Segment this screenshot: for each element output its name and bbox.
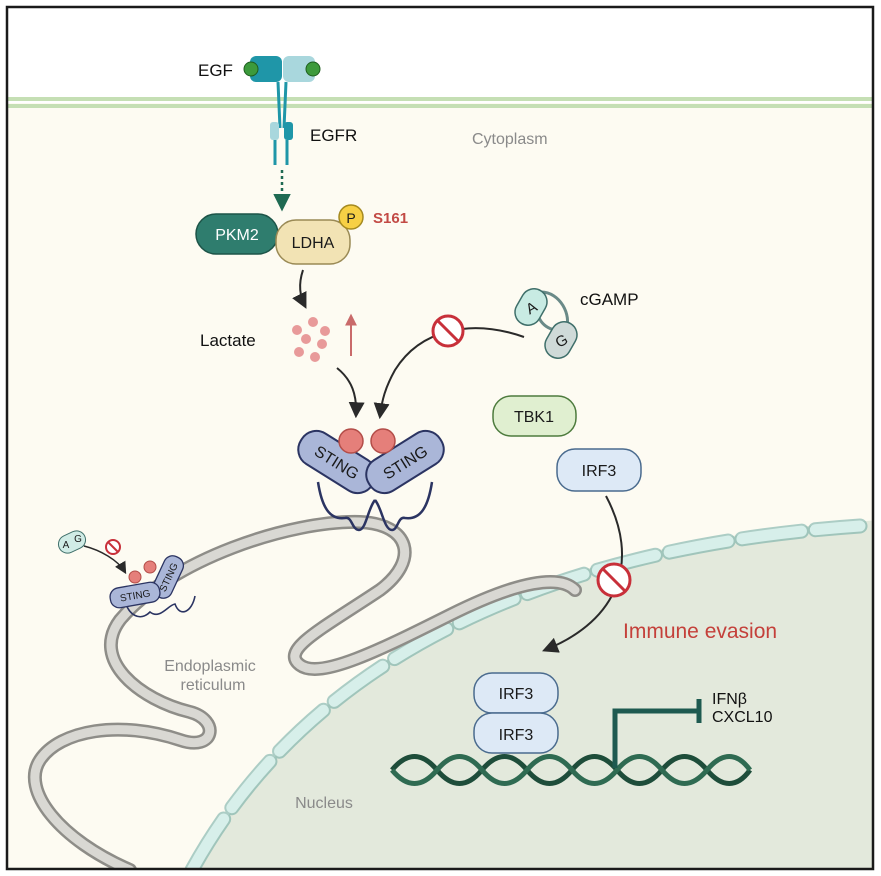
irf3-nuclear-top-label: IRF3 (499, 686, 534, 703)
endoplasmic-reticulum (28, 514, 582, 869)
pkm2-label: PKM2 (215, 227, 259, 244)
lactate-label: Lactate (200, 331, 256, 350)
nuclear-envelope (184, 518, 868, 869)
irf3-nuclear-bottom-node (473, 712, 559, 754)
dna-helix (390, 754, 753, 786)
egfr-receptor (250, 56, 315, 165)
cxcl10-label: CXCL10 (712, 709, 773, 726)
inset-g-label: G (74, 534, 82, 545)
ldha-to-lactate-arrow (292, 269, 307, 309)
egf-label: EGF (198, 61, 233, 80)
inset-mechanism (57, 530, 196, 618)
cytoplasm-label: Cytoplasm (472, 131, 548, 148)
irf3-nuclear-bottom-label: IRF3 (499, 727, 534, 744)
egf-ligand-left (243, 61, 259, 77)
lactate-to-sting-arrow (336, 367, 365, 419)
immune-evasion-label: Immune evasion (623, 620, 777, 643)
plasma-membrane (7, 97, 873, 108)
tbk1-label: TBK1 (514, 409, 554, 426)
er-label-line2: reticulum (181, 677, 246, 694)
cgamp-label: cGAMP (580, 290, 639, 309)
figure-frame (5, 5, 875, 871)
extracellular-space (7, 7, 873, 103)
inset-sting-label-2: STING (119, 588, 151, 604)
ldha-node (275, 219, 351, 265)
ifnb-label: IFNβ (712, 691, 747, 708)
er-label-line1: Endoplasmic (164, 658, 256, 675)
promoter-repression-line (612, 708, 698, 768)
translocation-inhibited-icon (596, 562, 632, 598)
cgamp-to-sting-arrow (373, 327, 525, 420)
phospho-label: P (346, 210, 355, 226)
sting-dimer (297, 428, 445, 532)
tbk1-node (492, 395, 577, 437)
cgamp-molecule (514, 288, 578, 359)
cgamp-binding-inhibited-icon (431, 314, 465, 348)
irf3-cytoplasmic-label: IRF3 (582, 463, 617, 480)
s161-site-label: S161 (373, 210, 408, 227)
inset-a-label: A (63, 540, 70, 551)
ldha-label: LDHA (292, 235, 335, 252)
egfr-label: EGFR (310, 126, 357, 145)
nucleus-label: Nucleus (295, 795, 353, 812)
lactate-molecules (292, 317, 330, 362)
irf3-cytoplasmic-node (556, 448, 642, 492)
phospho-node (338, 204, 364, 230)
egf-ligand-right (305, 61, 321, 77)
